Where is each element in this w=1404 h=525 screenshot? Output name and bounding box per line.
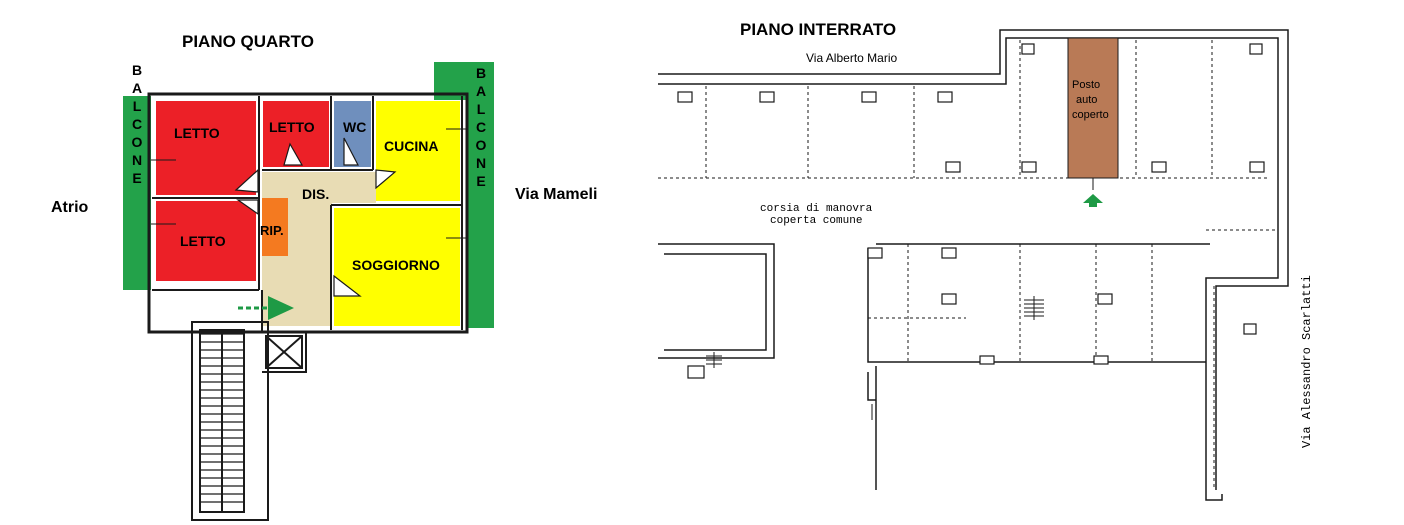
balcony-left <box>123 96 151 290</box>
door-swings <box>234 137 397 297</box>
fixture-ticks <box>151 128 466 239</box>
room-storage <box>262 198 288 256</box>
room-wc-label: WC <box>343 119 366 135</box>
apartment-outline <box>147 92 469 334</box>
room-living <box>334 208 460 326</box>
room-bedroom-3-label: LETTO <box>269 119 315 135</box>
parking-spot-label-line1: Posto <box>1072 79 1100 91</box>
balcony-right <box>468 62 494 328</box>
room-storage-label: RIP. <box>260 223 284 238</box>
stair-glyphs <box>706 296 1044 420</box>
street-top-label: Via Alberto Mario <box>806 51 897 65</box>
parking-spot <box>1067 37 1119 179</box>
fourth-floor-title: PIANO QUARTO <box>182 32 314 51</box>
room-bedroom-2-label: LETTO <box>180 233 226 249</box>
fourth-floor-plan: PIANO QUARTO BALCONE BALCONE <box>51 32 597 521</box>
stair-landing <box>148 290 307 373</box>
corridor-label-line1: corsia di manovra <box>760 203 873 215</box>
stairwell <box>191 321 269 521</box>
basement-outer-walls <box>658 29 1289 501</box>
balcony-right-label: BALCONE <box>473 65 489 191</box>
atrio-label: Atrio <box>51 199 89 216</box>
room-kitchen-label: CUCINA <box>384 138 438 154</box>
parking-spot-label-line2: auto <box>1076 94 1097 106</box>
basement-plan: PIANO INTERRATO Via Alberto Mario <box>658 20 1314 501</box>
access-arrow-up-icon <box>1083 194 1103 207</box>
room-bedroom-2 <box>156 201 256 281</box>
basement-title: PIANO INTERRATO <box>740 20 896 39</box>
entrance-arrow-icon <box>238 296 294 320</box>
internal-walls <box>152 96 463 330</box>
room-bedroom-1 <box>156 101 256 195</box>
stair-steps <box>200 333 244 503</box>
room-hall <box>262 172 376 326</box>
room-bedroom-1-label: LETTO <box>174 125 220 141</box>
room-hall-label: DIS. <box>302 186 329 202</box>
street-right-label: Via Alessandro Scarlatti <box>1300 275 1314 448</box>
parking-bay-lines <box>658 40 1278 490</box>
parking-spot-label-line3: coperto <box>1072 109 1109 121</box>
corridor-label-line2: coperta comune <box>770 215 862 227</box>
pillars <box>677 43 1265 379</box>
room-living-label: SOGGIORNO <box>352 257 440 273</box>
via-mameli-label: Via Mameli <box>515 186 597 203</box>
balcony-left-label: BALCONE <box>129 62 145 188</box>
room-kitchen <box>376 101 460 201</box>
